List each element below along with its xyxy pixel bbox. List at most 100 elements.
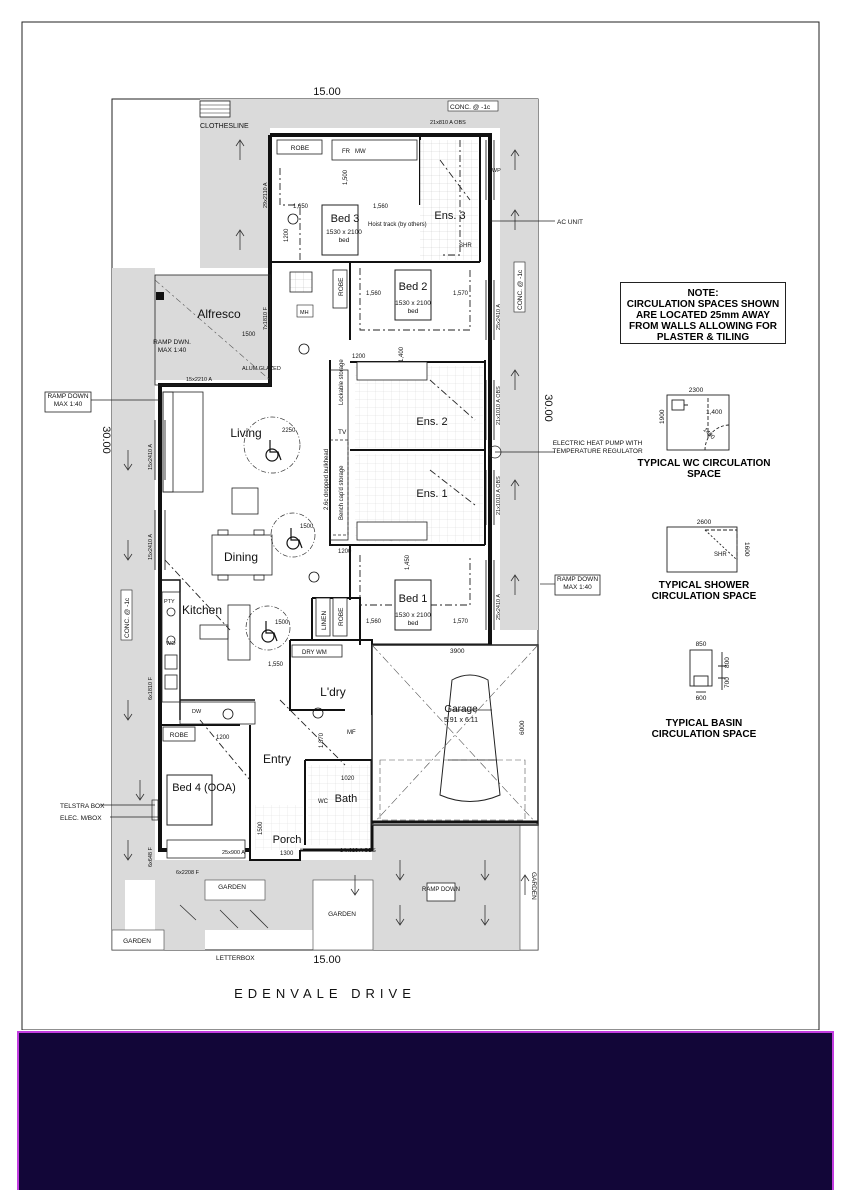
dim-1020: 1020 bbox=[341, 776, 355, 782]
room-bed2: Bed 2 bbox=[399, 281, 428, 293]
room-dining: Dining bbox=[224, 550, 258, 564]
dim-1870: 1,870 bbox=[319, 732, 325, 748]
wc-diag-dim: 1400 bbox=[702, 427, 716, 441]
win-6x648: 6x648 F bbox=[148, 846, 154, 867]
room-ens1: Ens. 1 bbox=[416, 488, 447, 500]
basin-dim-a: 800 bbox=[724, 657, 731, 668]
room-bed3: Bed 3 bbox=[331, 213, 360, 225]
kitchen-benches bbox=[161, 591, 256, 725]
linen-label: LINEN bbox=[321, 611, 328, 630]
floor-plan-drawing: 15.00 15.00 30.00 30.00 CLOTHESLINE CONC… bbox=[21, 21, 820, 1030]
garden-centre bbox=[312, 879, 374, 951]
room-entry: Entry bbox=[263, 752, 291, 766]
conc-right-label: CONC. @ -1c bbox=[517, 269, 524, 310]
shr-label: SHR bbox=[459, 243, 472, 249]
robe-bed2: ROBE bbox=[338, 277, 345, 296]
win-25x900: 25x900 A bbox=[222, 850, 245, 856]
ramp-down-drive: RAMP DOWN bbox=[422, 887, 460, 893]
win-21x1010a: 21x1010 A OBS bbox=[496, 386, 502, 425]
lockable-label: Lockable storage bbox=[339, 359, 345, 405]
win-21x1010b: 21x1010 A OBS bbox=[496, 476, 502, 515]
paving-top bbox=[200, 99, 538, 630]
clothesline-label: CLOTHESLINE bbox=[200, 123, 249, 130]
conc-top-label: CONC. @ -1c bbox=[450, 104, 491, 111]
room-laundry: L'dry bbox=[320, 685, 346, 699]
wc-height-dim: 1900 bbox=[659, 409, 666, 424]
street-name: EDENVALE DRIVE bbox=[234, 986, 416, 1001]
frontage-top-dim: 15.00 bbox=[313, 86, 341, 98]
room-living: Living bbox=[230, 426, 261, 440]
dim-1200b: 1200 bbox=[352, 354, 366, 360]
dim-1200d: 1200 bbox=[216, 735, 230, 741]
wheelchair-circles bbox=[243, 416, 316, 651]
room-bed2-size: 1530 x 2100 bbox=[395, 300, 431, 307]
dim-6000: 6000 bbox=[519, 720, 526, 735]
win-6x2208: 6x2208 F bbox=[176, 870, 200, 876]
dim-1300: 1300 bbox=[280, 851, 294, 857]
dim-1500b: 1500 bbox=[300, 524, 314, 530]
win-14x610: 14x610 A OBS bbox=[340, 848, 376, 854]
dim-1560c: 1,560 bbox=[366, 619, 382, 625]
fr-label: FR bbox=[342, 149, 351, 155]
robe-bed4: ROBE bbox=[170, 732, 189, 739]
room-ens3: Ens. 3 bbox=[434, 210, 465, 222]
shower-shr-label: SHR bbox=[714, 552, 727, 558]
garden-left-corner bbox=[111, 929, 165, 951]
dim-1200c: 1200 bbox=[338, 549, 352, 555]
win-7x1810: 7x1810 F bbox=[263, 306, 269, 330]
typical-wc-caption: TYPICAL WC CIRCULATION SPACE bbox=[637, 458, 771, 480]
room-bed1: Bed 1 bbox=[399, 593, 428, 605]
room-garage: Garage bbox=[444, 704, 478, 715]
basin-dim-b: 700 bbox=[724, 677, 731, 688]
paving-left bbox=[112, 268, 155, 950]
ramp-dwn-alfresco-callout: RAMP DWN. MAX 1:40 bbox=[153, 339, 191, 354]
mh-label: MH bbox=[300, 310, 309, 316]
robe-bed3: ROBE bbox=[291, 145, 310, 152]
room-bed3-bed: bed bbox=[339, 237, 350, 244]
dim-1500e: 1500 bbox=[258, 821, 264, 835]
basin-width-dim: 850 bbox=[696, 641, 707, 648]
ens3-floor bbox=[420, 140, 478, 260]
site-arrows bbox=[123, 139, 530, 929]
note-text: CIRCULATION SPACES SHOWN ARE LOCATED 25m… bbox=[626, 299, 780, 343]
wc-radius-dim: 1,400 bbox=[706, 409, 723, 416]
elec-callout: ELEC. M/BOX bbox=[60, 815, 102, 822]
dim-1500d: 1500 bbox=[242, 332, 256, 338]
win-6x1810: 6x1810 F bbox=[148, 676, 154, 700]
alfresco-post bbox=[156, 292, 164, 300]
mh-hatch bbox=[289, 271, 313, 293]
wc-label: WC bbox=[318, 799, 329, 805]
room-bed3-size: 1530 x 2100 bbox=[326, 229, 362, 236]
mw-label: MW bbox=[355, 149, 366, 155]
mf-label: MF bbox=[347, 730, 356, 736]
dim-1650: 1,650 bbox=[293, 204, 309, 210]
alum-label: ALUM GLAZED bbox=[242, 366, 281, 372]
win-29x2110: 29x2110 A bbox=[263, 182, 269, 208]
rwp-label: RWP bbox=[488, 168, 501, 174]
living-furniture bbox=[162, 369, 349, 661]
circulation-lines bbox=[164, 140, 476, 781]
room-ens2: Ens. 2 bbox=[416, 416, 447, 428]
garden-label-c: GARDEN bbox=[123, 938, 151, 945]
win-25x2410b: 25x2410 A bbox=[496, 594, 502, 620]
dim-1500c: 1500 bbox=[275, 620, 289, 626]
beds bbox=[166, 204, 432, 826]
circulation-note: NOTE: CIRCULATION SPACES SHOWN ARE LOCAT… bbox=[620, 282, 786, 344]
letterbox-label: LETTERBOX bbox=[216, 955, 255, 962]
car-outline bbox=[439, 674, 501, 802]
win-25x2410a: 25x2410 A bbox=[496, 304, 502, 330]
wc-width-dim: 2300 bbox=[689, 387, 704, 394]
shower-width-dim: 2600 bbox=[697, 519, 712, 526]
room-bed4: Bed 4 (OOA) bbox=[172, 782, 236, 794]
dry-wm-label: DRY WM bbox=[302, 650, 327, 656]
win-21x810: 21x810 A OBS bbox=[430, 120, 466, 126]
dim-2250: 2250 bbox=[282, 428, 296, 434]
typical-shower-caption: TYPICAL SHOWER CIRCULATION SPACE bbox=[651, 580, 757, 602]
pty-label: PTY bbox=[164, 599, 175, 605]
garden-porch bbox=[204, 879, 266, 901]
typical-wc-diagram bbox=[666, 394, 730, 451]
frontage-bottom-dim: 15.00 bbox=[313, 954, 341, 966]
room-bed1-bed: bed bbox=[408, 620, 419, 627]
dim-1450: 1,450 bbox=[405, 554, 411, 570]
